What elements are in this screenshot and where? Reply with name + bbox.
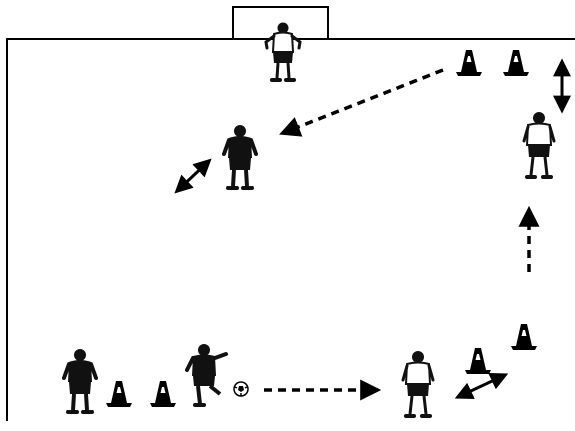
cone-top-2 [503, 50, 529, 76]
dark-player-bottom-left [62, 347, 98, 414]
light-player-bottom [401, 349, 435, 418]
goalkeeper [264, 22, 302, 82]
cone-right-low [511, 324, 537, 350]
pitch-boundary [6, 38, 575, 421]
cone-bottom-1 [106, 381, 132, 407]
dark-player-kicking [185, 344, 228, 407]
light-player-right [522, 110, 556, 179]
cone-bottom-2 [150, 381, 176, 407]
cone-mid-right [465, 348, 491, 374]
double-arrow-bottom-right [454, 372, 509, 400]
dark-player-top [222, 123, 258, 190]
dashed-arrow-top [279, 68, 444, 137]
cone-top-1 [456, 50, 482, 76]
soccer-ball [233, 381, 249, 397]
double-arrow-left [174, 158, 212, 194]
